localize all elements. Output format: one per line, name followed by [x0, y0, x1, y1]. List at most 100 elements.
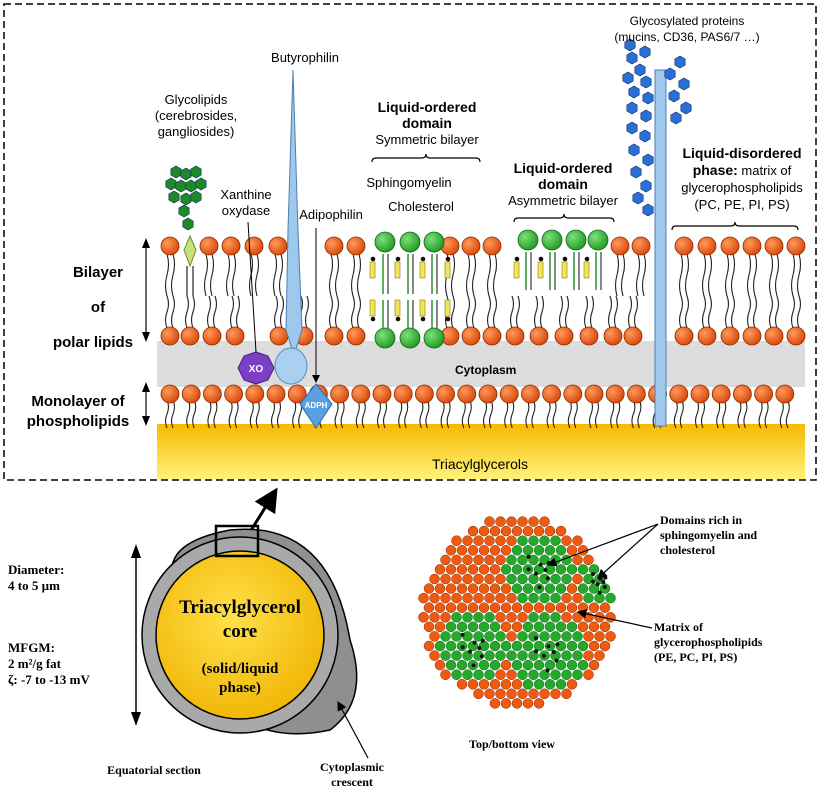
- lipid-tail: [164, 253, 170, 297]
- cholesterol: [419, 299, 426, 317]
- lo-sym-title: Liquid-ordered domain: [378, 99, 477, 131]
- lipid-tail: [790, 295, 796, 329]
- phospholipid: [554, 295, 574, 346]
- lipid-tail: [730, 253, 736, 297]
- cholesterol-top: [591, 579, 595, 584]
- lipid-tail: [170, 399, 176, 429]
- ld-line4: (PC, PE, PI, PS): [694, 197, 790, 212]
- phospholipid-head: [199, 236, 219, 256]
- phospholipid-head: [786, 236, 806, 256]
- lo-asym-sub: Asymmetric bilayer: [508, 193, 618, 208]
- phospholipid-head-top: [445, 545, 457, 556]
- cholesterol: [444, 299, 451, 317]
- phospholipid: [627, 384, 646, 429]
- cholesterol-label: Cholesterol: [388, 199, 454, 214]
- phospholipid: [529, 295, 549, 346]
- lipid-tail: [461, 399, 466, 429]
- sphingomyelin-head-top: [594, 592, 605, 604]
- crescent-pointer: [337, 700, 369, 759]
- monolayer-arrow-head-top: [142, 382, 150, 392]
- butyrophilin-anchor: [274, 347, 308, 385]
- sphingomyelin-head-top: [506, 650, 517, 661]
- zoom-frame: [3, 3, 817, 481]
- lipid-tail: [509, 295, 515, 329]
- lipid-tail: [589, 295, 595, 329]
- phospholipid-head: [563, 384, 583, 404]
- glycolipid-sugar: [182, 217, 194, 231]
- lipid-tail: [752, 253, 758, 297]
- cholesterol-oh: [584, 256, 590, 262]
- lipid-tail: [722, 399, 727, 429]
- sphingomyelin-head-top: [544, 679, 556, 690]
- phospholipid-head-top: [478, 564, 490, 575]
- domains-line3: cholesterol: [660, 543, 716, 557]
- xanthine-pointer: [247, 221, 257, 353]
- glycolipid-sugar: [175, 179, 187, 193]
- sphingomyelin-head-top: [555, 659, 567, 671]
- sphingomyelin-head-top: [451, 631, 462, 642]
- lipid-tail: [694, 399, 700, 429]
- phospholipid-head-top: [423, 640, 435, 652]
- phospholipid-head: [754, 384, 773, 404]
- phospholipid: [202, 295, 222, 346]
- cholesterol-top: [479, 654, 484, 659]
- phospholipid-head: [742, 236, 762, 256]
- xanthine-line1: Xanthine: [220, 187, 272, 202]
- core-line2: core: [222, 621, 258, 642]
- lipid-tail: [446, 399, 451, 429]
- phospholipid-head: [631, 236, 651, 256]
- lipid-layers: [160, 229, 806, 429]
- lo-sym-title-line1: Liquid-ordered: [377, 99, 477, 115]
- sphingomyelin-head-top: [539, 535, 550, 546]
- phospholipid-head-top: [484, 592, 495, 604]
- protein-glycan: [626, 101, 638, 115]
- lipid-tail: [583, 295, 589, 329]
- phospholipid-head-top: [467, 545, 479, 556]
- sphingomyelin-head: [374, 231, 396, 253]
- lipid-tail: [633, 295, 639, 329]
- phospholipid-head: [160, 326, 180, 346]
- phospholipid: [742, 236, 762, 297]
- phase-label: (solid/liquid phase): [202, 660, 279, 698]
- phospholipid-head: [764, 326, 784, 346]
- lipid-tail: [637, 399, 642, 429]
- ld-line3: glycerophospholipids: [681, 180, 803, 195]
- cholesterol-oh: [395, 256, 401, 262]
- lipid-tail: [440, 399, 445, 429]
- phospholipid-head: [160, 384, 180, 404]
- sphingomyelin-head-top: [440, 650, 451, 661]
- phospholipid-head: [610, 236, 630, 256]
- protein-glycan: [664, 67, 676, 81]
- phospholipid-head-top: [500, 621, 512, 633]
- sphingomyelin-head-top: [478, 621, 490, 633]
- phospholipid-head-top: [583, 631, 594, 642]
- sphingomyelin-head-top: [528, 612, 539, 623]
- sphingomyelin: [423, 231, 445, 294]
- phospholipid-head-top: [445, 583, 457, 594]
- sphingomyelin-head-top: [561, 631, 572, 642]
- lipid-tail: [228, 399, 233, 429]
- sphingomyelin-head-top: [434, 640, 446, 652]
- phospholipid-head: [457, 384, 477, 404]
- ld-line1: Liquid-disordered: [682, 145, 802, 161]
- phospholipid-head-top: [500, 679, 512, 690]
- phospholipid-head-top: [429, 592, 440, 604]
- lipid-tail: [746, 295, 752, 329]
- phospholipid: [478, 384, 498, 429]
- lipid-tail: [304, 295, 310, 329]
- ld-line2-bold: phase:: [692, 162, 738, 178]
- phospholipid-head-top: [577, 621, 589, 633]
- phospholipid-head-top: [489, 545, 501, 556]
- protein-glycan: [640, 179, 652, 193]
- sphingomyelin-head-top: [511, 564, 523, 575]
- phospholipid-head: [627, 384, 646, 404]
- sphingomyelin-head: [423, 327, 445, 349]
- cholesterol: [444, 261, 451, 279]
- phospholipid-head-top: [500, 602, 512, 613]
- lipid-tail: [616, 399, 621, 429]
- lipid-tail: [225, 253, 231, 297]
- phospholipid-head-top: [566, 583, 578, 594]
- sphingomyelin-head-top: [588, 583, 600, 594]
- lo-sym-bracket: [371, 153, 481, 163]
- cholesterol-top: [538, 562, 543, 567]
